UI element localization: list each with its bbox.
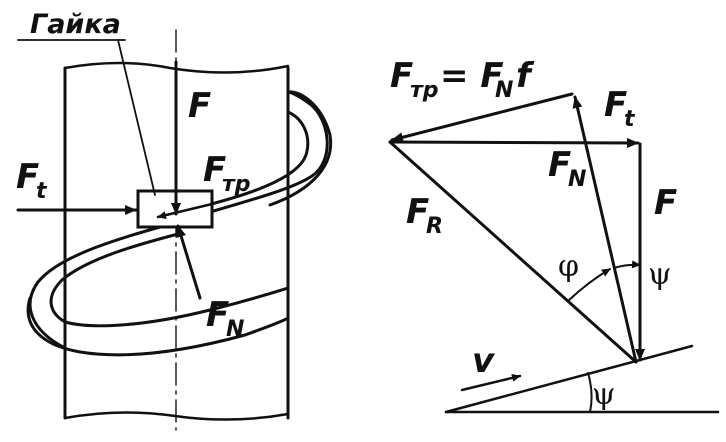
nut-leader-line: [117, 39, 156, 196]
friction-formula: F тр = F N f: [390, 56, 535, 103]
screw-top-break: [63, 61, 290, 74]
arrow-FN-right: [572, 95, 638, 364]
psi-arc: [613, 260, 641, 269]
thread-lower-outer-edge: [26, 296, 290, 357]
arrow-Ftr-right: [390, 92, 574, 143]
line-FR: [388, 140, 638, 364]
formula-f: f: [516, 56, 535, 96]
label-Ft-left-sub: t: [36, 179, 48, 204]
label-F-left: F: [188, 86, 211, 126]
arrow-FN-left: [176, 224, 202, 300]
psi-angle-arc-bottom: [587, 372, 593, 413]
label-psi-upper: ψ: [648, 257, 672, 292]
arrow-v: [460, 373, 522, 392]
label-psi-lower: ψ: [592, 377, 616, 412]
label-FN-left: F: [206, 295, 229, 335]
thread-lower-inner-edge: [63, 286, 290, 328]
nut-title: Гайка: [30, 9, 121, 40]
formula-eq-F: = F: [440, 56, 504, 96]
thread-lower-band: [28, 220, 180, 350]
label-FR-sub: R: [426, 214, 443, 239]
label-phi: φ: [558, 249, 579, 284]
formula-F: F: [390, 56, 413, 96]
label-Ftr-left-sub: тр: [222, 172, 251, 197]
label-Ft-left: F: [16, 157, 39, 197]
arrow-Ft-right: [388, 137, 640, 148]
screw-bottom-break: [63, 411, 290, 421]
label-FR: F: [406, 192, 429, 232]
label-Ft-right-sub: t: [624, 107, 636, 132]
label-FN-right-sub: N: [568, 167, 586, 192]
label-F-right: F: [654, 183, 677, 223]
label-FN-right: F: [548, 145, 571, 185]
screw-drawing: [16, 29, 333, 431]
thread-upper-edge: [286, 90, 332, 137]
label-Ft-right: F: [604, 85, 627, 125]
formula-sub-tr: тр: [410, 78, 439, 103]
phi-arc: [567, 268, 611, 302]
thread-upper-band: [176, 90, 329, 224]
formula-sub-N: N: [495, 78, 513, 103]
label-Ftr-left: F: [203, 150, 226, 190]
force-polygon: [388, 92, 720, 414]
thread-outer-edge: [268, 133, 333, 207]
arrow-Ftr-left: [156, 202, 214, 220]
label-FN-left-sub: N: [226, 317, 244, 342]
label-v: v: [472, 341, 496, 381]
incline-line: [444, 344, 694, 414]
